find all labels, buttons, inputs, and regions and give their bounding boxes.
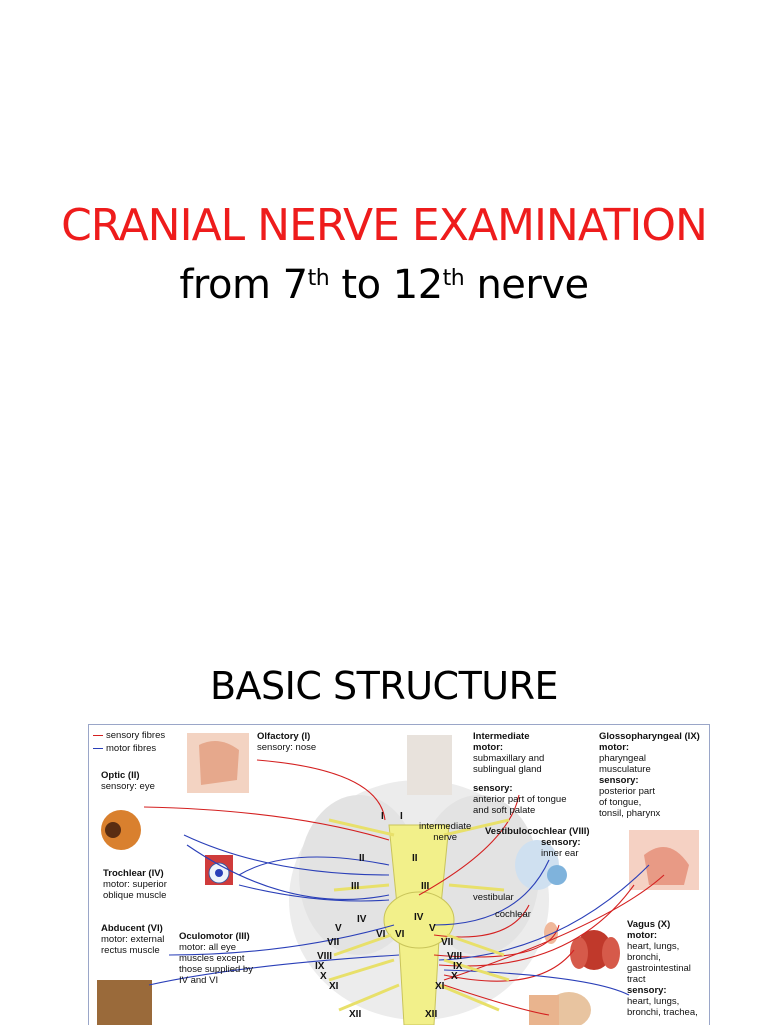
numeral-vii-right: VII bbox=[441, 937, 454, 948]
numeral-i-left: I bbox=[381, 811, 384, 822]
numeral-x-right: X bbox=[451, 971, 458, 982]
numeral-xii-left: XII bbox=[349, 1009, 362, 1020]
label-cochlear: cochlear bbox=[495, 909, 531, 920]
numeral-xii-right: XII bbox=[425, 1009, 438, 1020]
numeral-xi-right: XI bbox=[435, 981, 445, 992]
numeral-v-left: V bbox=[335, 923, 342, 934]
label-vestibular: vestibular bbox=[473, 892, 514, 903]
numeral-ix-left: IX bbox=[315, 961, 325, 972]
numeral-vii-left: VII bbox=[327, 937, 340, 948]
numeral-vi-right: VI bbox=[395, 929, 405, 940]
numeral-iii-right: III bbox=[421, 881, 430, 892]
numeral-iv-right: IV bbox=[414, 912, 424, 923]
numeral-ii-right: II bbox=[412, 853, 418, 864]
legend-sensory: sensory fibres bbox=[93, 730, 165, 741]
legend-motor-swatch bbox=[93, 747, 103, 749]
slide-subtitle: from 7th to 12th nerve bbox=[179, 262, 589, 308]
label-optic: Optic (II)sensory: eye bbox=[101, 770, 155, 792]
numeral-x-left: X bbox=[320, 971, 327, 982]
diagram-illustration bbox=[97, 733, 699, 1025]
label-vagus: Vagus (X)motor:heart, lungs,bronchi,gast… bbox=[627, 919, 698, 1018]
label-olfactory: Olfactory (I)sensory: nose bbox=[257, 731, 317, 753]
section-title: BASIC STRUCTURE bbox=[209, 664, 559, 708]
numeral-ii-left: II bbox=[359, 853, 365, 864]
legend-sensory-swatch bbox=[93, 734, 103, 736]
numeral-vi-left: VI bbox=[376, 929, 386, 940]
cranial-nerves-diagram: sensory fibres motor fibres Olfactory (I… bbox=[88, 724, 710, 1025]
legend-motor: motor fibres bbox=[93, 743, 156, 754]
numeral-v-right: V bbox=[429, 923, 436, 934]
numeral-viii-right: VIII bbox=[447, 951, 463, 962]
numeral-ix-right: IX bbox=[453, 961, 463, 972]
numeral-xi-left: XI bbox=[329, 981, 339, 992]
numeral-viii-left: VIII bbox=[317, 951, 333, 962]
slide-title: CRANIAL NERVE EXAMINATION bbox=[61, 200, 708, 251]
label-vestibulocochlear-detail: sensory:inner ear bbox=[541, 837, 581, 859]
label-vestibulocochlear: Vestibulocochlear (VIII) bbox=[485, 826, 590, 837]
numeral-iii-left: III bbox=[351, 881, 360, 892]
numeral-i-right: I bbox=[400, 811, 403, 822]
numeral-iv-left: IV bbox=[357, 914, 367, 925]
